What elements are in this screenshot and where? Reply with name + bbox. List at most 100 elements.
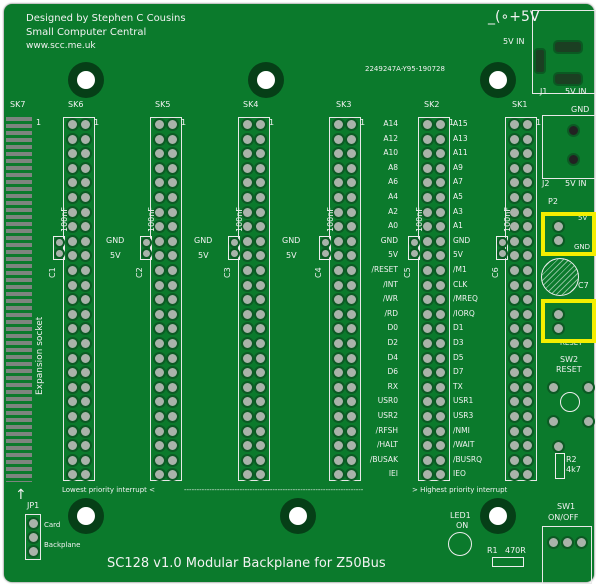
mounting-hole [480,62,516,98]
reset-button[interactable] [560,392,580,412]
pin [254,264,267,277]
pin [254,439,267,453]
pin [166,366,179,380]
gnd-rail-label: GND [106,236,125,245]
r1-resistor [492,557,524,567]
r1-value: 470R [505,546,526,555]
signal-label-right: A9 [453,162,463,172]
pin [434,380,447,394]
pin [66,176,79,190]
led1 [448,532,472,556]
pin [166,176,179,190]
sw2-label: RESET [556,365,582,374]
pin [241,395,254,409]
socket-label: SK1 [512,100,528,109]
socket-label: SK2 [424,100,440,109]
signal-label-left: D0 [387,323,398,333]
pin [66,118,79,131]
j2-pad [567,153,580,166]
pin [421,439,434,453]
pin [241,278,254,292]
signal-label-right: USR1 [453,396,474,406]
sw2-pin [547,381,560,394]
socket-4-outline [329,117,361,481]
pin [254,380,267,394]
signal-label-right: CLK [453,279,468,289]
pin [508,249,521,263]
power-switch[interactable] [542,526,592,584]
signal-label-right: D1 [453,323,464,333]
pin [79,468,92,482]
signal-label-right: A11 [453,148,468,158]
pin [332,307,345,321]
pin [79,307,92,321]
pin [79,264,92,277]
signal-label-right: /M1 [453,265,467,274]
pin [345,307,358,321]
power-symbol: _(∘+5V [488,10,539,24]
pin [66,220,79,234]
pin [421,191,434,204]
pin [345,351,358,365]
pin [241,337,254,350]
pin [345,293,358,307]
cap-value: 100nF [235,207,244,232]
pin [166,424,179,438]
pin [332,351,345,365]
pin [79,132,92,146]
signal-label-left: /WR [382,294,398,304]
pin [345,249,358,263]
pin [508,220,521,234]
pin [521,366,534,380]
signal-label-right: GND [453,235,471,245]
pin [79,234,92,248]
pin [153,205,166,219]
pin [508,147,521,161]
priority-arrow: ----------------------------------------… [184,487,364,494]
jp1-jumper[interactable] [25,514,41,560]
pin [508,264,521,277]
pin [434,322,447,336]
mounting-hole [480,498,516,534]
pin [508,366,521,380]
signal-label-left: A14 [383,119,398,128]
cap-pin [228,237,240,248]
pcb-board [4,4,594,582]
p2-5v: 5V [578,214,588,222]
pin [153,468,166,482]
pin [434,191,447,204]
sw1-pin [575,536,588,549]
j2-name: J2 [542,179,550,188]
pin [332,380,345,394]
signal-label-left: RX [387,381,398,391]
signal-label-left: USR0 [377,396,398,406]
pin [241,293,254,307]
sw1-pin [561,536,574,549]
r2-value: 4k7 [566,465,581,474]
pin [241,132,254,146]
pin [345,337,358,350]
pin [79,147,92,161]
pin [241,322,254,336]
pin [166,293,179,307]
j2-pad [567,124,580,137]
pin [79,410,92,423]
pin [508,132,521,146]
j1-outline [532,10,596,94]
pin [434,410,447,423]
signal-label-left: A2 [388,206,398,216]
pin [241,351,254,365]
pin [345,264,358,277]
pin [434,234,447,248]
pin [421,307,434,321]
cap-pin [496,248,508,259]
signal-label-right: 5V [453,250,463,260]
pin [508,424,521,438]
pin [166,439,179,453]
pin [421,337,434,350]
pin [508,337,521,350]
socket-6-outline [505,117,537,481]
pin [332,176,345,190]
pin [153,380,166,394]
pin [153,176,166,190]
